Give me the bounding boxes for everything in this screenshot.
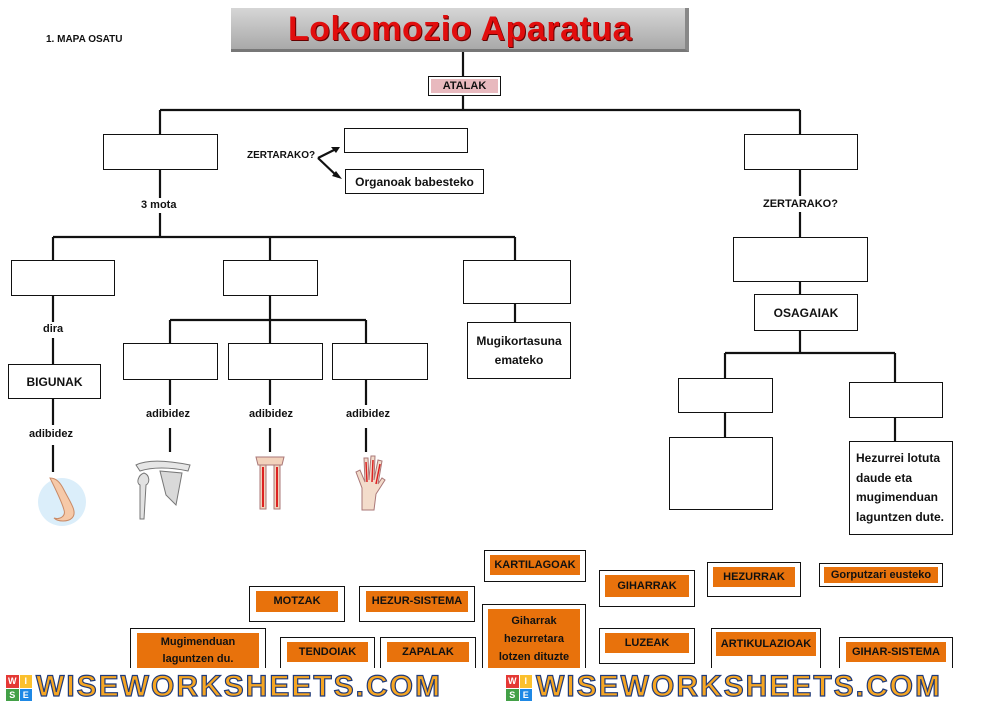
word-motzak: MOTZAK: [256, 591, 338, 612]
exercise-instruction: 1. MAPA OSATU: [46, 34, 123, 45]
blank-box-component-2[interactable]: [849, 382, 943, 418]
bigunak-text: BIGUNAK: [26, 374, 83, 389]
organoak-box: Organoak babesteko: [345, 169, 484, 194]
word-card-luzeak[interactable]: LUZEAK: [599, 628, 695, 664]
watermark-text-2: WISEWORKSHEETS.COM: [535, 669, 943, 703]
blank-box-type-3[interactable]: [463, 260, 571, 304]
word-card-artikulazioak[interactable]: ARTIKULAZIOAK: [711, 628, 821, 672]
zertarako-right-label: ZERTARAKO?: [763, 198, 838, 210]
osagaiak-box: OSAGAIAK: [754, 294, 858, 331]
root-label: ATALAK: [431, 79, 498, 93]
osagaiak-text: OSAGAIAK: [773, 305, 839, 320]
hezurrei-text: Hezurrei lotuta daude eta mugimenduan la…: [856, 451, 944, 524]
blank-box-muscles[interactable]: [744, 134, 858, 170]
word-card-hezurrak[interactable]: HEZURRAK: [707, 562, 801, 597]
word-card-tendoiak[interactable]: TENDOIAK: [280, 637, 375, 672]
word-card-giharrak-lotzen[interactable]: Giharrak hezurretara lotzen dituzte: [482, 604, 586, 672]
word-giharrak: GIHARRAK: [605, 575, 689, 597]
adibidez-label-4: adibidez: [346, 408, 391, 420]
word-card-kartilagoak[interactable]: KARTILAGOAK: [484, 550, 586, 582]
blank-box-type-2[interactable]: [223, 260, 318, 296]
adibidez-label-1: adibidez: [29, 428, 74, 440]
word-hezurrak: HEZURRAK: [713, 567, 795, 587]
word-gihar-sistema: GIHAR-SISTEMA: [846, 642, 946, 662]
organoak-text: Organoak babesteko: [355, 174, 474, 189]
word-card-gorputzari[interactable]: Gorputzari eusteko: [819, 563, 943, 587]
word-card-zapalak[interactable]: ZAPALAK: [380, 637, 476, 672]
word-mugimenduan: Mugimenduan laguntzen du.: [137, 633, 259, 669]
dira-label: dira: [43, 323, 64, 335]
blank-box-subtype-3[interactable]: [332, 343, 428, 380]
page-title: Lokomozio Aparatua: [288, 10, 632, 48]
watermark-logo-2: W I S E: [506, 675, 532, 701]
blank-box-subtype-2[interactable]: [228, 343, 323, 380]
hezurrei-box: Hezurrei lotuta daude eta mugimenduan la…: [849, 441, 953, 535]
word-card-hezur-sistema[interactable]: HEZUR-SISTEMA: [359, 586, 475, 622]
word-zapalak: ZAPALAK: [387, 642, 469, 662]
mugikortasuna-text: Mugikortasuna emateko: [476, 333, 562, 367]
three-types-label: 3 mota: [141, 199, 177, 211]
nose-image: [38, 477, 86, 526]
blank-box-purpose[interactable]: [344, 128, 468, 153]
word-artikulazioak: ARTIKULAZIOAK: [716, 632, 816, 656]
watermark-text-1: WISEWORKSHEETS.COM: [35, 669, 443, 703]
word-card-gihar-sistema[interactable]: GIHAR-SISTEMA: [839, 637, 953, 672]
word-card-giharrak[interactable]: GIHARRAK: [599, 570, 695, 607]
blank-box-muscle-purpose[interactable]: [733, 237, 868, 282]
adibidez-label-2: adibidez: [146, 408, 191, 420]
blank-box-bones[interactable]: [103, 134, 218, 170]
root-node: ATALAK: [428, 76, 501, 96]
word-card-motzak[interactable]: MOTZAK: [249, 586, 345, 622]
watermark-logo-1: W I S E: [6, 675, 32, 701]
shoulder-bones-image: [135, 460, 191, 520]
blank-box-subtype-1[interactable]: [123, 343, 218, 380]
word-card-mugimenduan[interactable]: Mugimenduan laguntzen du.: [130, 628, 266, 672]
word-giharrak-lotzen: Giharrak hezurretara lotzen dituzte: [488, 609, 580, 669]
word-gorputzari: Gorputzari eusteko: [824, 567, 938, 583]
mugikortasuna-box: Mugikortasuna emateko: [467, 322, 571, 379]
zertarako-left-label: ZERTARAKO?: [247, 150, 316, 161]
leg-bones-image: [255, 456, 285, 510]
bigunak-box: BIGUNAK: [8, 364, 101, 399]
word-luzeak: LUZEAK: [605, 633, 689, 653]
word-kartilagoak: KARTILAGOAK: [490, 555, 580, 575]
word-hezur-sistema: HEZUR-SISTEMA: [366, 591, 468, 612]
hand-bones-image: [355, 455, 386, 511]
word-tendoiak: TENDOIAK: [287, 642, 368, 662]
title-banner: [231, 8, 689, 52]
adibidez-label-3: adibidez: [249, 408, 294, 420]
blank-box-type-1[interactable]: [11, 260, 115, 296]
blank-box-component-1[interactable]: [678, 378, 773, 413]
blank-box-component-desc[interactable]: [669, 437, 773, 510]
watermark-footer: [0, 668, 1000, 706]
